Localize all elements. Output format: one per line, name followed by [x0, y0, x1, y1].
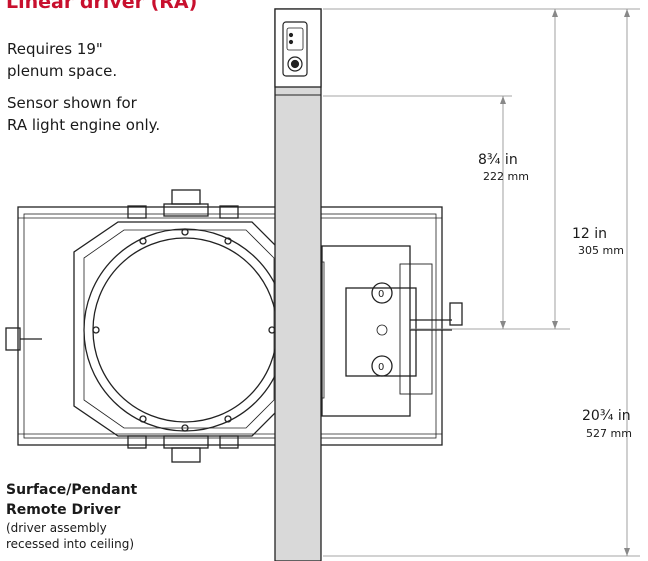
svg-text:0: 0: [378, 362, 384, 373]
mounting-frame: [17, 206, 443, 446]
dimension-2-mm: 305 mm: [578, 244, 624, 257]
driver-caption: Surface/Pendant Remote Driver (driver as…: [6, 480, 137, 552]
aperture-ring-inner: [92, 237, 278, 423]
dimension-2-inches: 12 in: [572, 226, 608, 242]
aperture-ring-outer: [83, 228, 287, 432]
dimension-3-mm: 527 mm: [586, 427, 632, 440]
plenum-note-line-2: plenum space.: [7, 62, 118, 80]
dimension-1-inches: 8¾ in: [478, 152, 518, 168]
caption-note-line-1: (driver assembly: [6, 521, 107, 535]
sensor-note-line-1: Sensor shown for: [7, 94, 137, 112]
top-mounting-tab: [171, 189, 201, 205]
caption-note-line-2: recessed into ceiling): [6, 537, 135, 551]
plenum-note: Requires 19" plenum space.: [7, 38, 117, 82]
dimension-3-inches: 20¾ in: [582, 408, 631, 424]
dimension-1-mm: 222 mm: [483, 170, 529, 183]
driver-housing: [274, 8, 322, 561]
sensor-module: [282, 21, 308, 77]
caption-title-line-1: Surface/Pendant: [6, 482, 138, 498]
bottom-mounting-tab: [171, 447, 201, 463]
diagram-heading: Linear driver (RA): [6, 0, 198, 13]
junction-box: [321, 245, 411, 417]
trim-plate: [73, 221, 283, 437]
svg-text:0: 0: [378, 289, 384, 300]
sensor-note: Sensor shown for RA light engine only.: [7, 92, 160, 136]
plenum-note-line-1: Requires 19": [7, 40, 103, 58]
right-clamp: [449, 302, 463, 326]
sensor-note-line-2: RA light engine only.: [7, 116, 161, 134]
caption-title-line-2: Remote Driver: [6, 502, 121, 518]
